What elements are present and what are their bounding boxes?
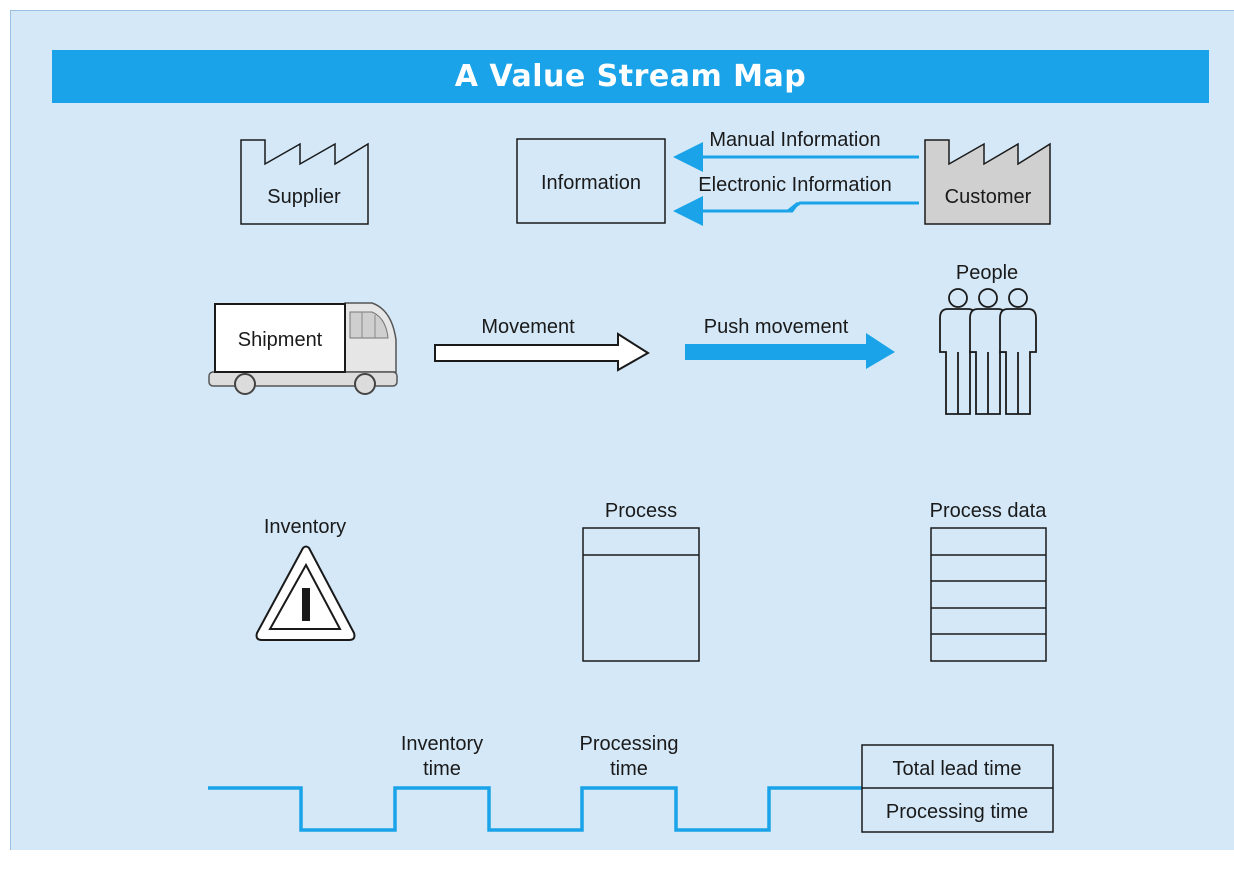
supplier-factory-icon: Supplier: [240, 139, 369, 225]
information-label: Information: [541, 172, 641, 194]
supplier-label: Supplier: [267, 186, 341, 208]
people-label: People: [956, 262, 1018, 284]
movement-label: Movement: [481, 316, 575, 338]
diagram-title: A Value Stream Map: [52, 50, 1209, 103]
timeline: Inventory time Processing time: [208, 733, 862, 832]
electronic-information-label: Electronic Information: [698, 174, 891, 196]
manual-information-arrow: Manual Information: [673, 129, 919, 172]
movement-arrow: Movement: [434, 316, 650, 372]
inventory-triangle-icon: Inventory: [255, 516, 356, 641]
lead-time-box: Total lead time Processing time: [861, 744, 1054, 833]
total-lead-time-label: Total lead time: [893, 758, 1022, 780]
information-box: Information: [516, 138, 666, 224]
customer-factory-icon: Customer: [924, 139, 1051, 225]
process-data-label: Process data: [930, 500, 1048, 522]
process-data-box: Process data: [930, 500, 1048, 662]
inventory-time-label-line2: time: [423, 758, 461, 780]
shipment-truck-icon: Shipment: [208, 302, 398, 395]
electronic-information-arrow: Electronic Information: [673, 174, 919, 226]
diagram-frame: [10, 10, 1234, 850]
inventory-time-label-line1: Inventory: [401, 733, 483, 755]
customer-label: Customer: [945, 186, 1032, 208]
shipment-label: Shipment: [238, 329, 323, 351]
push-movement-label: Push movement: [704, 316, 849, 338]
processing-time-label-line2: time: [610, 758, 648, 780]
inventory-label: Inventory: [264, 516, 346, 538]
people-icon: People: [939, 262, 1037, 415]
manual-information-label: Manual Information: [709, 129, 880, 151]
push-movement-arrow: Push movement: [685, 316, 895, 369]
process-box: Process: [582, 500, 700, 662]
processing-time-label-line1: Processing: [580, 733, 679, 755]
processing-time-label: Processing time: [886, 801, 1028, 823]
process-label: Process: [605, 500, 677, 522]
